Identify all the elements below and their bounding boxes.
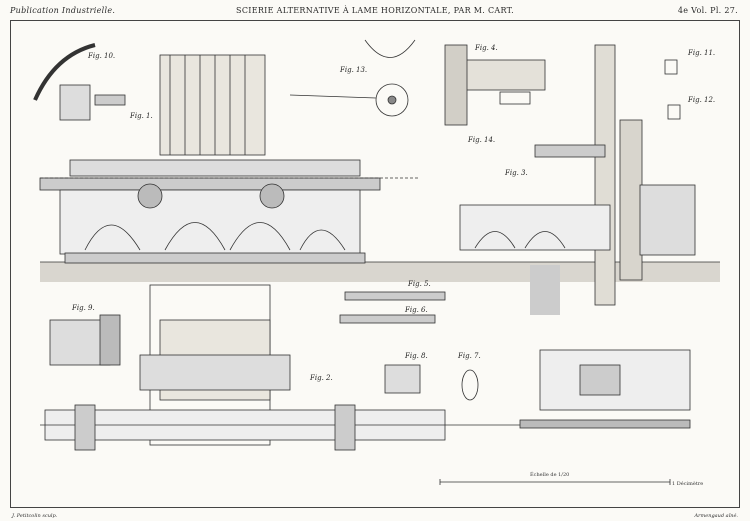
volume-plate-number: 4e Vol. Pl. 27.	[677, 6, 738, 15]
plate-title: SCIERIE ALTERNATIVE À LAME HORIZONTALE, …	[236, 6, 514, 15]
plate-frame	[10, 20, 740, 508]
fig5-label: Fig. 5.	[407, 280, 431, 288]
fig10-label: Fig. 10.	[87, 52, 115, 60]
author-credit: Armengaud aîné.	[694, 513, 738, 519]
fig2-label: Fig. 2.	[309, 374, 333, 382]
fig11-label: Fig. 11.	[687, 49, 715, 57]
fig6-label: Fig. 6.	[404, 306, 428, 314]
publication-title: Publication Industrielle.	[10, 6, 116, 15]
fig3-label: Fig. 3.	[504, 169, 528, 177]
fig8-label: Fig. 8.	[404, 352, 428, 360]
fig14-label: Fig. 14.	[467, 136, 495, 144]
fig4-label: Fig. 4.	[474, 44, 498, 52]
fig1-label: Fig. 1.	[129, 112, 153, 120]
fig7-label: Fig. 7.	[457, 352, 481, 360]
fig13-label: Fig. 13.	[339, 66, 367, 74]
fig12-label: Fig. 12.	[687, 96, 715, 104]
fig9-label: Fig. 9.	[71, 304, 95, 312]
engraver-credit: J. Petitcolin sculp.	[12, 513, 58, 519]
scale-unit: 1 Décimètre	[672, 480, 703, 487]
scale-label: Échelle de 1/20	[530, 470, 569, 478]
